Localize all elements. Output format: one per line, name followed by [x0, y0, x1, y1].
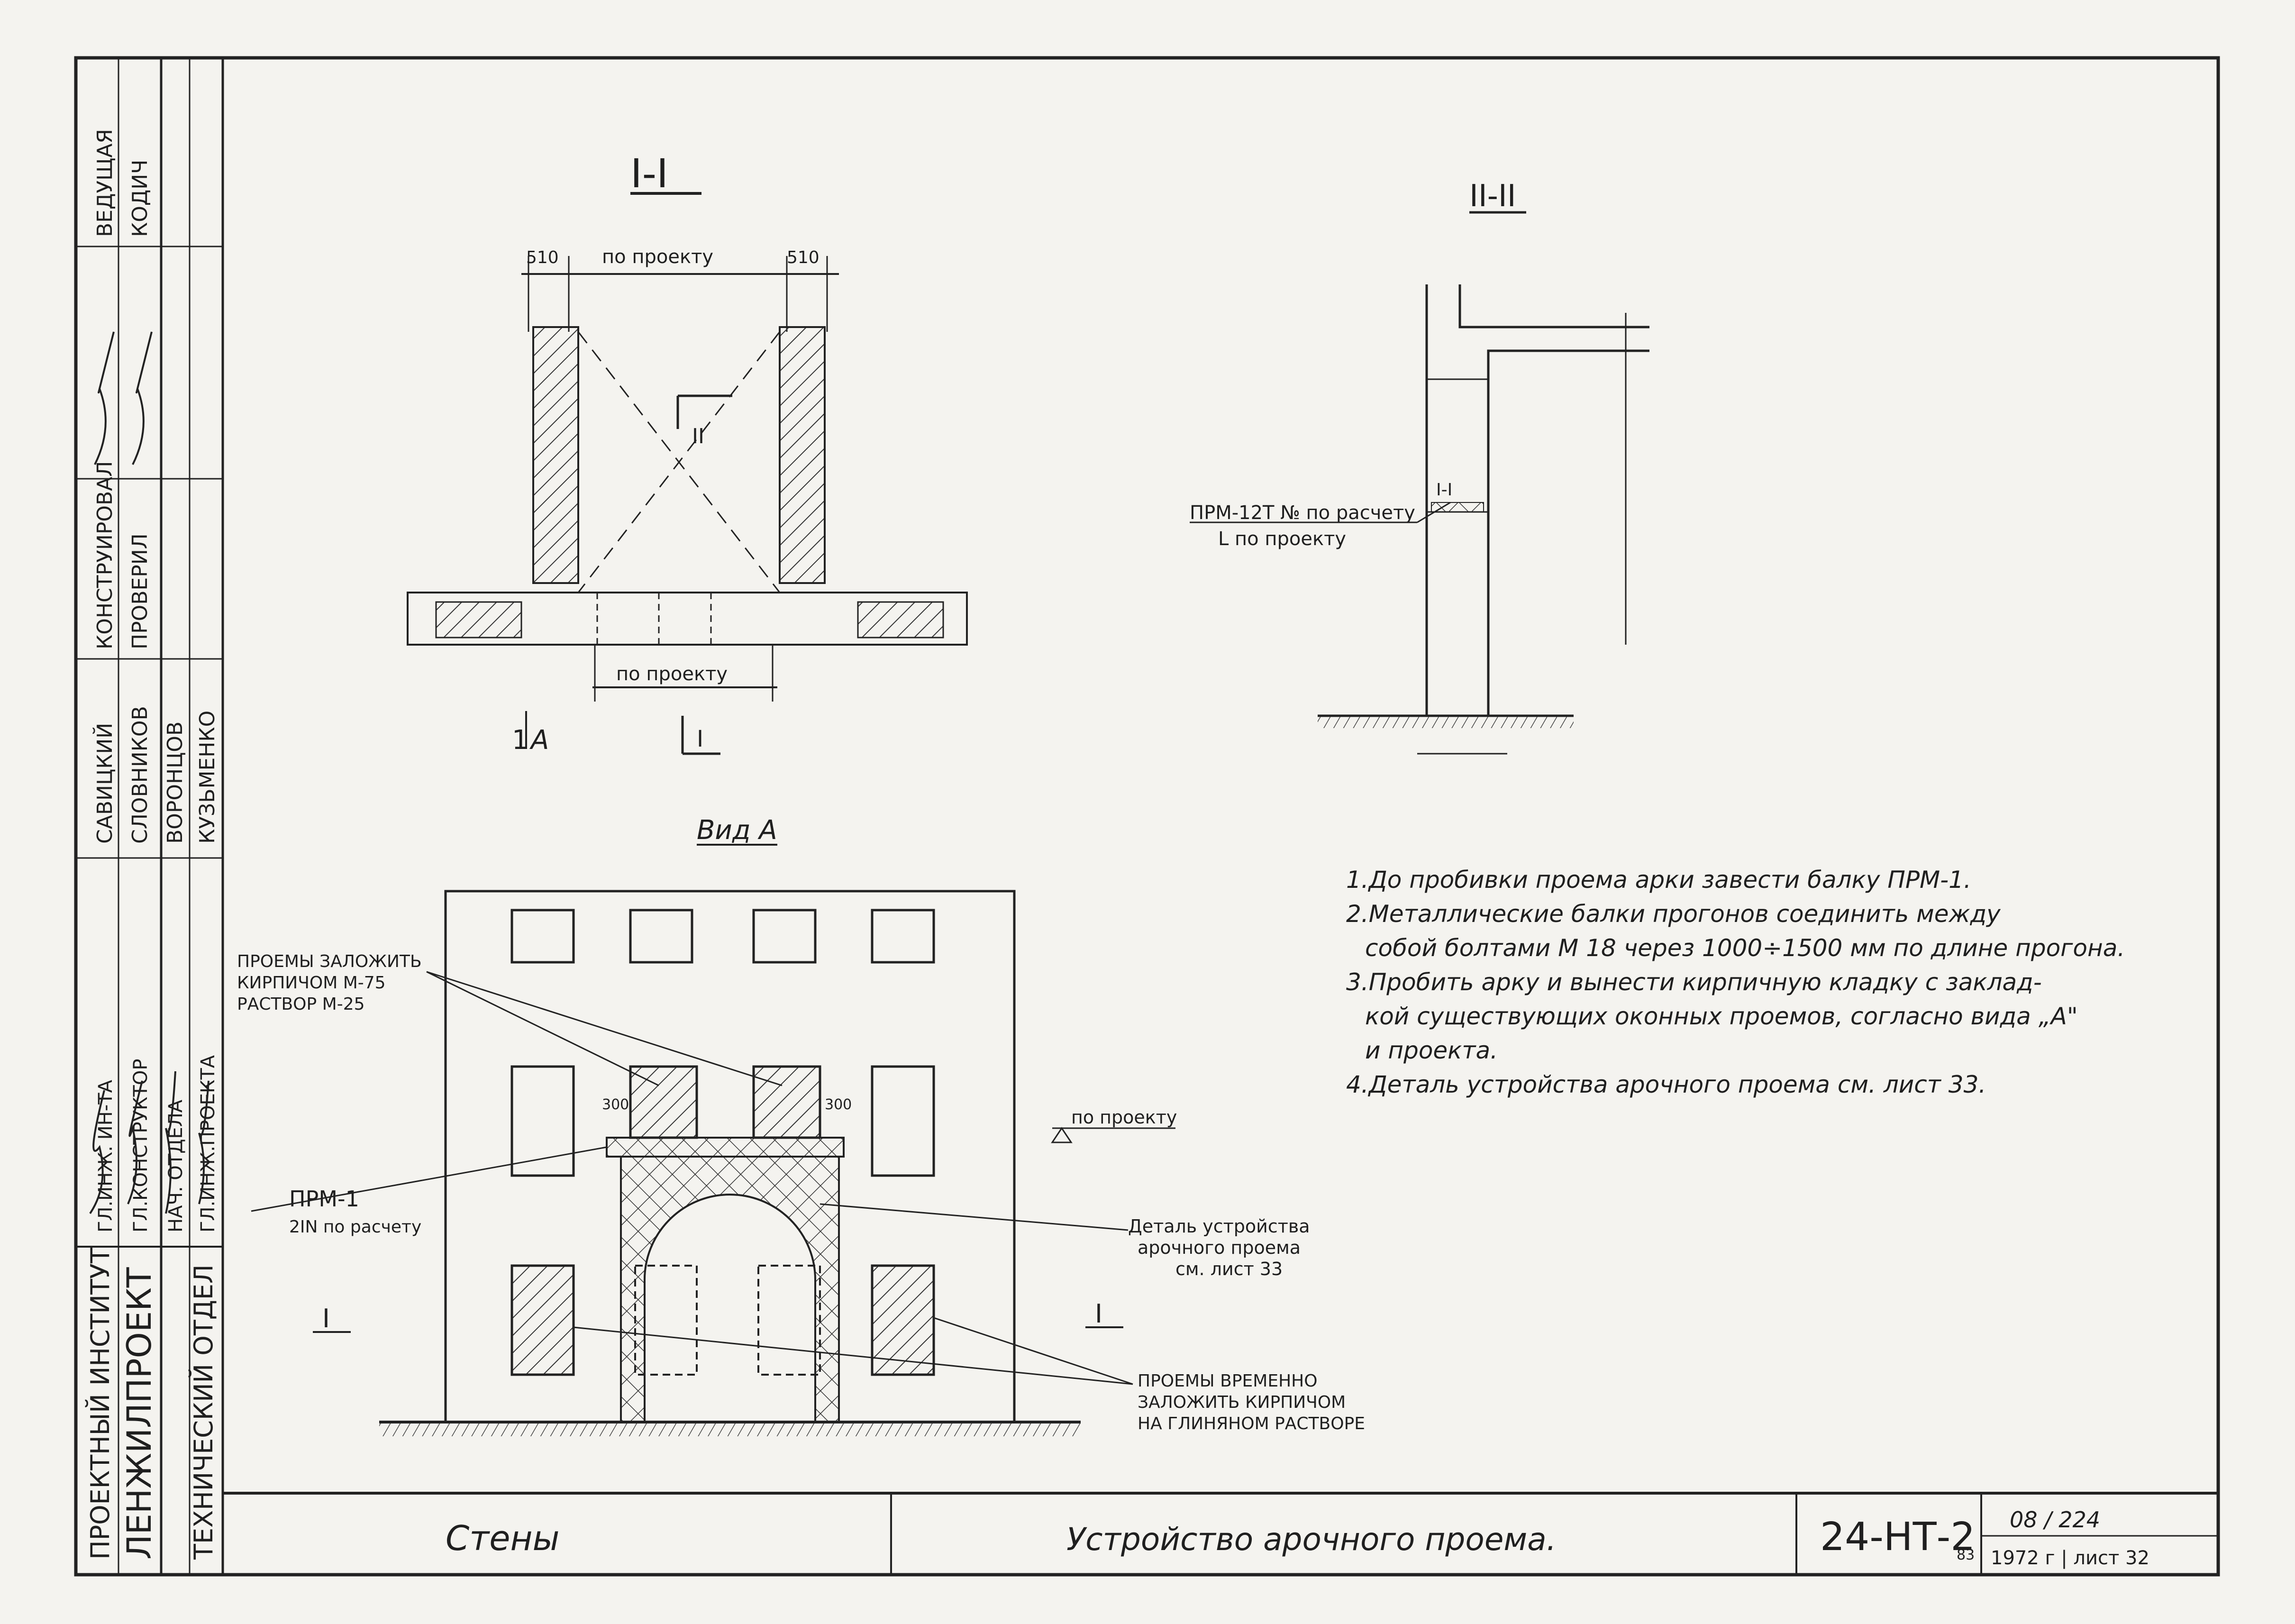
note-3-cont: кой существующих оконных проемов, соглас…: [1365, 1003, 2078, 1030]
signature-2: [127, 1080, 143, 1204]
name-lead: ВЕДУЩАЯ: [93, 129, 117, 237]
label-beam-prm1: ПРМ-1: [289, 1186, 359, 1212]
dim-small-left: 300: [602, 1096, 629, 1113]
label-fill-line3: РАСТВОР М-25: [237, 994, 365, 1014]
cut-mark-2: II: [692, 424, 704, 448]
arch-opening: [644, 1194, 816, 1422]
org-line1: ПРОЕКТНЫЙ ИНСТИТУТ: [85, 1247, 115, 1560]
opening-diagonal-2: [577, 331, 781, 593]
label-temp-3: НА ГЛИНЯНОМ РАСТВОРЕ: [1138, 1414, 1365, 1433]
note-4: 4.Деталь устройства арочного проема см. …: [1346, 1071, 1986, 1098]
label-temp-1: ПРОЕМЫ ВРЕМЕННО: [1138, 1371, 1318, 1391]
label-fill-line2: КИРПИЧОМ М-75: [237, 973, 386, 993]
section-2-title: II-II: [1469, 179, 1516, 214]
role-checked: ПРОВЕРИЛ: [128, 533, 152, 649]
label-beam-prm1-sub: 2IN по расчету: [289, 1217, 421, 1237]
label-detail-2: арочного проема: [1138, 1237, 1301, 1258]
dim-project-top: по проекту: [602, 246, 713, 268]
cut-mark-bottom: I: [697, 726, 703, 752]
section-1-title: I-I: [630, 150, 668, 197]
window-low-filled-4: [871, 1264, 935, 1376]
signature-1: [89, 1090, 105, 1214]
label-detail-1: Деталь устройства: [1128, 1216, 1310, 1237]
wall-pier-right: [779, 326, 826, 584]
beam-label-prm12: ПРМ-12Т № по расчету: [1190, 502, 1415, 524]
base-wall: [407, 592, 968, 646]
view-mark-a: А: [529, 725, 549, 756]
label-temp-2: ЗАЛОЖИТЬ КИРПИЧОМ: [1138, 1393, 1346, 1412]
year-sheet: 1972 г | лист 32: [1991, 1547, 2149, 1569]
cut-right-label: I: [1095, 1299, 1102, 1329]
section-name: Стены: [446, 1518, 559, 1558]
note-2-cont: собой болтами М 18 через 1000÷1500 мм по…: [1365, 934, 2125, 962]
name-slovnikov: СЛОВНИКОВ: [128, 706, 152, 844]
signature-4: [198, 1080, 209, 1204]
department-label: ТЕХНИЧЕСКИЙ ОТДЕЛ: [189, 1264, 219, 1560]
sheet-frame: [74, 56, 2220, 1577]
beam-length-label: L по проекту: [1218, 528, 1346, 550]
window-mid-1: [510, 1065, 575, 1177]
signature-3: [165, 1071, 176, 1214]
note-2: 2.Металлические балки прогонов соединить…: [1346, 900, 2001, 928]
dim-small-right: 300: [825, 1096, 852, 1113]
dim-510-left: 510: [526, 248, 559, 267]
section-2-2: II-II I-I ПРМ-12Т № по расчету L по прое…: [1190, 179, 1649, 755]
left-title-strip: ПРОЕКТНЫЙ ИНСТИТУТ ЛЕНЖИЛПРОЕКТ ТЕХНИЧЕС…: [76, 58, 224, 1575]
window-mid-filled-2: [752, 1065, 821, 1139]
label-level: по проекту: [1071, 1107, 1177, 1128]
label-detail-3: см. лист 33: [1175, 1259, 1283, 1279]
window-low-2: [634, 1265, 698, 1376]
name-savitsky: САВИЦКИЙ: [92, 723, 117, 844]
name-kodich: КОДИЧ: [128, 160, 152, 237]
role-chief-engineer: ГЛ.ИНЖ. ИН-ТА: [95, 1079, 117, 1232]
bottom-title-block: Стены Устройство арочного проема. 24-НТ-…: [223, 1492, 2218, 1575]
label-fill-line1: ПРОЕМЫ ЗАЛОЖИТЬ: [237, 952, 422, 971]
note-1: 1.До пробивки проема арки завести балку …: [1346, 866, 1971, 894]
drawing-code-sub: 83: [1957, 1547, 1975, 1563]
sheet-title: Устройство арочного проема.: [1066, 1521, 1557, 1558]
window-top-4: [871, 909, 935, 964]
window-top-3: [752, 909, 817, 964]
role-dept-head: НАЧ. ОТДЕЛА: [165, 1099, 187, 1232]
beam-prm1: [606, 1137, 845, 1158]
view-a-title: Вид А: [697, 815, 777, 846]
signature-6: [132, 331, 153, 465]
name-vorontsov: ВОРОНЦОВ: [163, 721, 187, 844]
cut-mark-section2: I-I: [1436, 480, 1452, 500]
signature-5: [94, 331, 115, 465]
dim-project-bottom: по проекту: [616, 663, 728, 685]
view-a: Вид А 300 300 ПРОЕМЫ ЗАЛОЖИТЬ КИРПИЧОМ М…: [237, 815, 1365, 1436]
window-mid-4: [871, 1065, 935, 1177]
svg-text:1: 1: [512, 725, 529, 756]
window-low-3: [757, 1265, 821, 1376]
name-kuzmenko: КУЗЬМЕНКО: [195, 711, 219, 844]
dim-510-right: 510: [787, 248, 820, 267]
section-1-1: I-I 510 по проекту 510 II по проекту А: [407, 150, 968, 756]
drawing-code: 24-НТ-2: [1820, 1515, 1975, 1560]
wall-pier-left: [532, 326, 579, 584]
sheet-ref: 08 / 224: [2010, 1507, 2100, 1533]
cut-left-label: I: [322, 1304, 330, 1333]
org-line2: ЛЕНЖИЛПРОЕКТ: [120, 1267, 159, 1560]
window-low-filled-1: [510, 1264, 575, 1376]
ground-line-view-a: [379, 1422, 1081, 1436]
role-designed: КОНСТРУИРОВАЛ: [93, 461, 117, 649]
note-3-end: и проекта.: [1365, 1037, 1498, 1064]
ground-line-section2: [1318, 716, 1574, 728]
window-top-2: [629, 909, 693, 964]
note-3: 3.Пробить арку и вынести кирпичную кладк…: [1346, 968, 2042, 996]
window-top-1: [510, 909, 575, 964]
window-mid-filled-1: [629, 1065, 698, 1139]
